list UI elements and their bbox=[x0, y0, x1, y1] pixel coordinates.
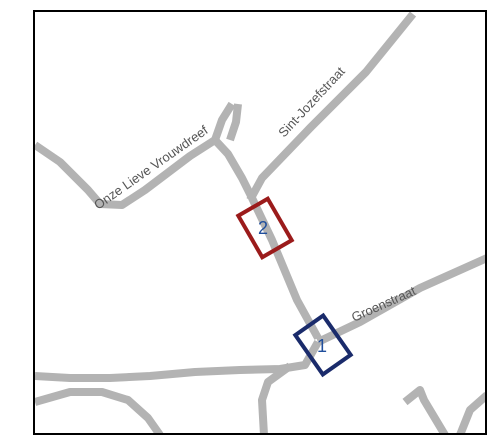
marker-2[interactable]: 2 bbox=[235, 195, 295, 261]
road-spur-north bbox=[211, 101, 236, 142]
marker-2-label: 2 bbox=[258, 218, 268, 238]
map-frame-border bbox=[33, 10, 487, 435]
road-groenstraat bbox=[316, 254, 487, 346]
road-spur-north-2 bbox=[226, 103, 242, 142]
marker-1-box[interactable] bbox=[292, 312, 354, 378]
road-central-stem bbox=[248, 196, 322, 340]
road-east-spur bbox=[402, 386, 449, 435]
road-south-spur bbox=[258, 362, 293, 435]
road-connector bbox=[212, 137, 256, 200]
road-network bbox=[32, 11, 487, 435]
marker-1[interactable]: 1 bbox=[292, 312, 354, 378]
road-south-west-diagonal bbox=[33, 388, 164, 435]
road-sint-jozefstraat bbox=[246, 11, 417, 202]
road-south-west bbox=[34, 340, 322, 382]
marker-2-box[interactable] bbox=[235, 195, 295, 261]
road-onze-lieve-vrouwdreef bbox=[32, 136, 218, 209]
marker-1-label: 1 bbox=[317, 336, 327, 356]
road-east-spur-2 bbox=[456, 392, 487, 435]
